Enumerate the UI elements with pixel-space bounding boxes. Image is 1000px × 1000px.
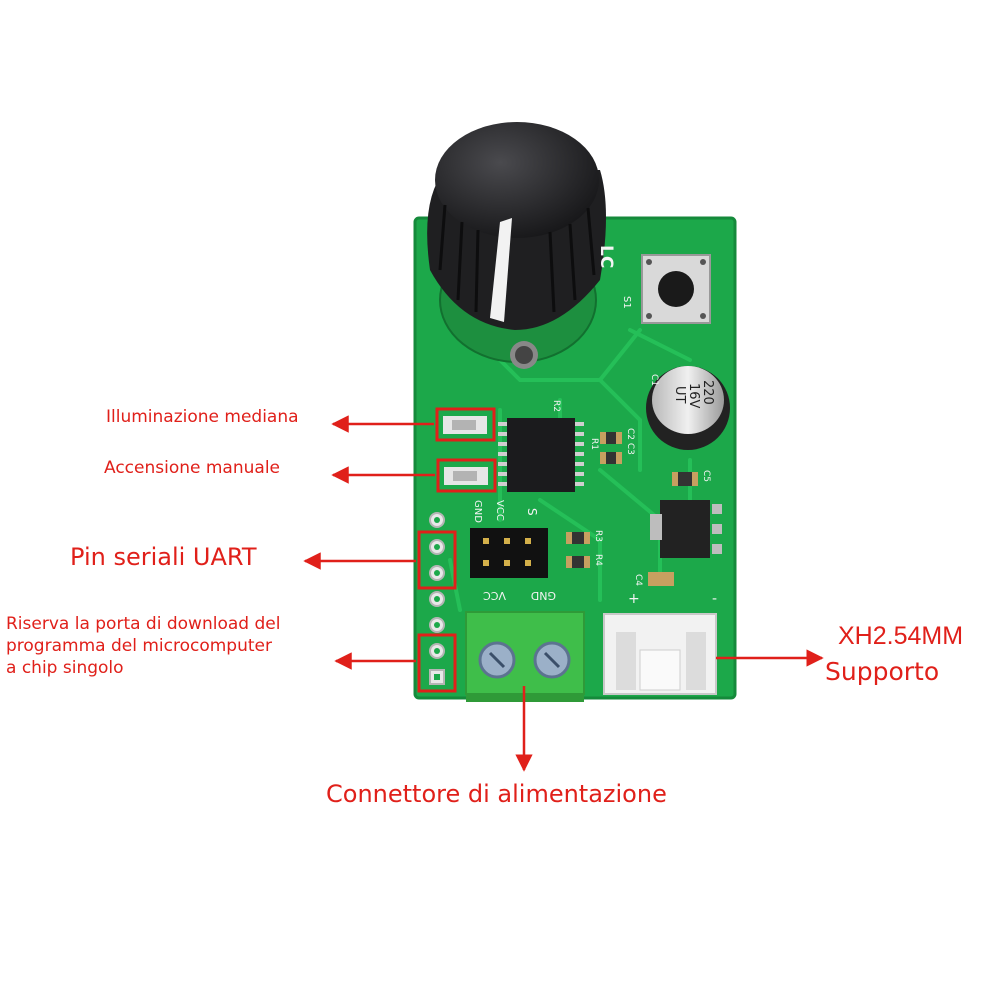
annotation-arrows — [303, 415, 824, 772]
highlight-uart-pins — [417, 530, 457, 590]
plus-silkscreen: + — [628, 591, 640, 607]
capacitor-brand: UT — [672, 386, 687, 404]
minus-silkscreen: - — [712, 591, 717, 607]
c2c3-silkscreen: C2 C3 — [625, 428, 635, 455]
terminal-vcc-silkscreen: VCC — [483, 589, 506, 602]
header-vcc-silkscreen: VCC — [494, 500, 505, 521]
electrolytic-capacitor: 220 16V UT C1 — [646, 366, 730, 450]
voltage-regulator — [650, 500, 722, 558]
pin-header: GND VCC S — [470, 500, 548, 578]
highlight-boxes — [417, 407, 497, 693]
board-logo: LC — [596, 245, 616, 268]
r3-silkscreen: R3 — [593, 530, 603, 542]
xh-connector: + - — [603, 591, 717, 695]
c4-silkscreen: C4 — [633, 574, 643, 586]
terminal-gnd-silkscreen: GND — [531, 589, 556, 602]
label-reserve-line-2: programma del microcomputer — [6, 636, 272, 656]
potentiometer-knob — [427, 122, 606, 369]
push-button-switch: S1 — [621, 254, 711, 324]
switch-silkscreen: S1 — [621, 296, 632, 309]
header-s-silkscreen: S — [525, 508, 539, 516]
highlight-manual-on — [436, 458, 497, 493]
ic-chip: R2 — [498, 400, 584, 492]
label-manual-on: Accensione manuale — [104, 458, 281, 478]
capacitor-voltage: 16V — [686, 383, 701, 409]
r2-silkscreen: R2 — [551, 400, 561, 412]
power-terminal-block: VCC GND — [465, 589, 585, 702]
c1-silkscreen: C1 — [649, 374, 659, 386]
header-gnd-silkscreen: GND — [472, 500, 483, 523]
highlight-download-port — [417, 633, 457, 693]
smd-components: C2 C3 R1 C5 R3 R4 C4 — [566, 428, 711, 586]
label-reserve-port: Riserva la porta di download del program… — [6, 613, 280, 679]
label-reserve-line-3: a chip singolo — [6, 658, 124, 678]
r1-silkscreen: R1 — [589, 438, 599, 450]
label-median-light: Illuminazione mediana — [106, 407, 299, 427]
label-uart-pins: Pin seriali UART — [70, 543, 257, 571]
label-support: Supporto — [825, 657, 940, 686]
r4-silkscreen: R4 — [593, 554, 603, 566]
median-light-led — [443, 416, 487, 434]
c5-silkscreen: C5 — [701, 470, 711, 482]
highlight-median-light — [435, 407, 496, 442]
label-power-connector: Connettore di alimentazione — [326, 780, 667, 808]
label-xh-connector: XH2.54MM — [838, 622, 964, 650]
label-reserve-line-1: Riserva la porta di download del — [6, 614, 281, 634]
pad-column — [429, 512, 445, 685]
capacitor-value: 220 — [700, 380, 715, 405]
manual-on-led — [444, 467, 488, 485]
